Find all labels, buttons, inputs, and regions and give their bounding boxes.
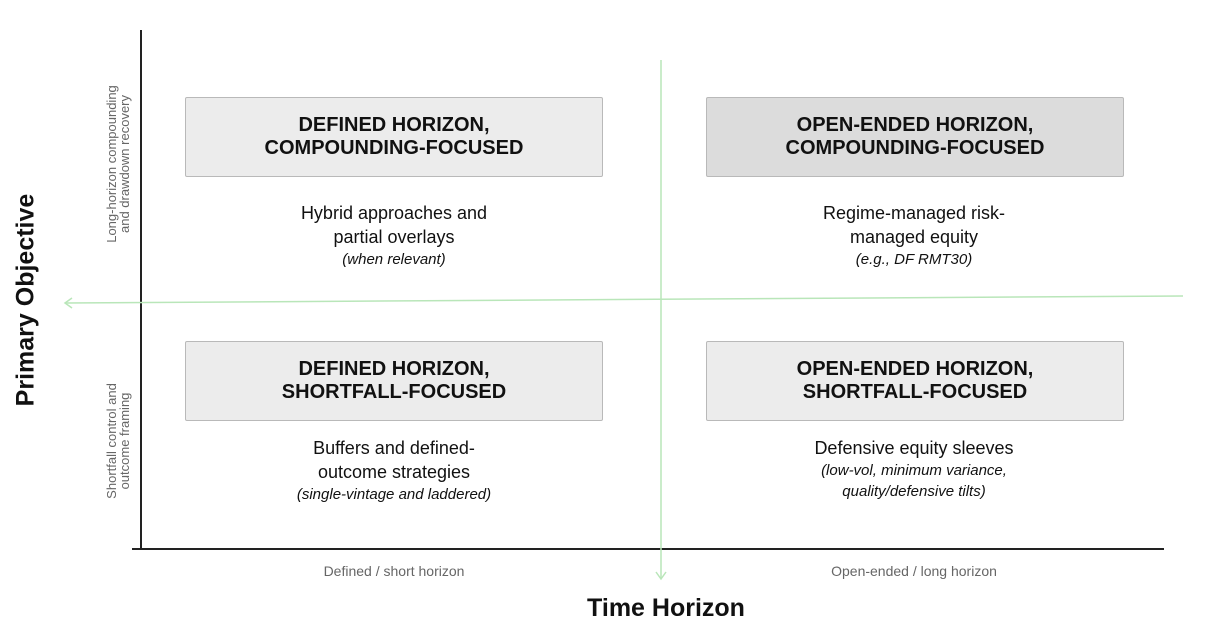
quadrant-title-line1: DEFINED HORIZON,: [298, 114, 490, 136]
quadrant-title-line2: SHORTFALL-FOCUSED: [802, 381, 1028, 403]
quadrant-desc-open-shortfall: Defensive equity sleeves (low-vol, minim…: [704, 436, 1124, 502]
quadrant-note-line1: (low-vol, minimum variance,: [821, 462, 1007, 479]
quadrant-note-line2: quality/defensive tilts): [842, 483, 986, 500]
quadrant-desc-defined-compounding: Hybrid approaches and partial overlays (…: [184, 201, 604, 270]
quadrant-desc-line1: Hybrid approaches and: [300, 203, 488, 223]
quadrant-box-open-shortfall: OPEN-ENDED HORIZON, SHORTFALL-FOCUSED: [706, 341, 1124, 421]
quadrant-box-defined-shortfall: DEFINED HORIZON, SHORTFALL-FOCUSED: [185, 341, 603, 421]
y-axis-title-text: Primary Objective: [11, 193, 40, 407]
quadrant-title-line2: SHORTFALL-FOCUSED: [281, 381, 507, 403]
quadrant-desc-line2: managed equity: [849, 227, 979, 247]
quadrant-desc-defined-shortfall: Buffers and defined- outcome strategies …: [184, 436, 604, 505]
quadrant-title-line2: COMPOUNDING-FOCUSED: [264, 137, 524, 159]
x-axis-title: Time Horizon: [587, 594, 745, 622]
quadrant-desc-line1: Buffers and defined-: [313, 438, 475, 458]
vertical-divider-arrow: [655, 571, 667, 581]
quadrant-box-defined-compounding: DEFINED HORIZON, COMPOUNDING-FOCUSED: [185, 97, 603, 177]
quadrant-desc-line1: Defensive equity sleeves: [814, 438, 1014, 458]
quadrant-note: (single-vintage and laddered): [296, 486, 492, 503]
quadrant-note: (when relevant): [342, 251, 446, 268]
quadrant-note: (e.g., DF RMT30): [855, 251, 973, 268]
quadrant-box-open-compounding: OPEN-ENDED HORIZON, COMPOUNDING-FOCUSED: [706, 97, 1124, 177]
quadrant-title-line2: COMPOUNDING-FOCUSED: [785, 137, 1045, 159]
quadrant-desc-line2: outcome strategies: [317, 462, 471, 482]
column-label-defined: Defined / short horizon: [323, 563, 465, 579]
horizontal-divider: [65, 295, 1184, 304]
quadrant-title-line1: OPEN-ENDED HORIZON,: [796, 114, 1034, 136]
row-label-top-line2: and drawdown recovery: [117, 94, 132, 234]
horizontal-divider-arrow: [63, 297, 73, 309]
row-label-bottom-line2: outcome framing: [117, 392, 132, 490]
quadrant-title-line1: DEFINED HORIZON,: [298, 358, 490, 380]
quadrant-desc-line2: partial overlays: [333, 227, 455, 247]
quadrant-title-line1: OPEN-ENDED HORIZON,: [796, 358, 1034, 380]
column-label-open-ended: Open-ended / long horizon: [831, 563, 997, 579]
quadrant-desc-line1: Regime-managed risk-: [822, 203, 1006, 223]
quadrant-desc-open-compounding: Regime-managed risk- managed equity (e.g…: [704, 201, 1124, 270]
